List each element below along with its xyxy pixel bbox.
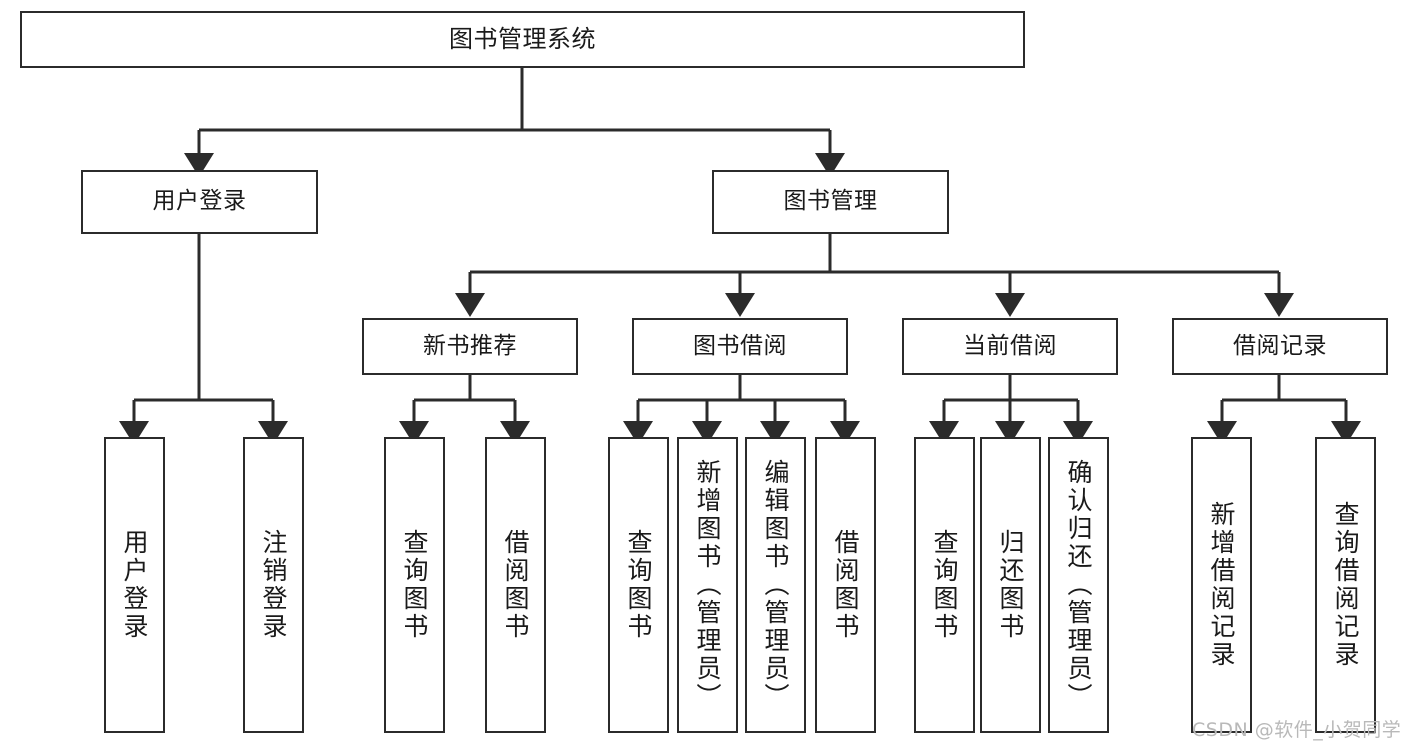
node-user-login[interactable]: 用户登录 (81, 170, 318, 234)
node-label: 确认归还（管理员） (1064, 459, 1093, 711)
node-label: 图书管理系统 (449, 25, 596, 54)
leaf-current-confirm-return-admin[interactable]: 确认归还（管理员） (1048, 437, 1109, 733)
node-label: 新增图书（管理员） (693, 459, 722, 711)
csdn-watermark: CSDN @软件_小贺同学 (1192, 719, 1402, 741)
leaf-borrow-borrow-book[interactable]: 借阅图书 (815, 437, 876, 733)
node-label: 注销登录 (259, 529, 288, 641)
leaf-new-book-query[interactable]: 查询图书 (384, 437, 445, 733)
node-new-book-recommend[interactable]: 新书推荐 (362, 318, 578, 375)
leaf-record-query[interactable]: 查询借阅记录 (1315, 437, 1376, 733)
node-label: 当前借阅 (963, 332, 1057, 359)
node-label: 用户登录 (152, 188, 247, 215)
node-borrow-record[interactable]: 借阅记录 (1172, 318, 1388, 375)
node-book-management[interactable]: 图书管理 (712, 170, 949, 234)
leaf-user-login-signin[interactable]: 用户登录 (104, 437, 165, 733)
node-root-book-management-system[interactable]: 图书管理系统 (20, 11, 1025, 68)
node-label: 查询借阅记录 (1331, 501, 1360, 669)
leaf-borrow-add-book-admin[interactable]: 新增图书（管理员） (677, 437, 738, 733)
node-label: 新书推荐 (423, 332, 517, 359)
node-label: 图书借阅 (693, 332, 787, 359)
leaf-record-add[interactable]: 新增借阅记录 (1191, 437, 1252, 733)
node-book-borrow[interactable]: 图书借阅 (632, 318, 848, 375)
node-label: 查询图书 (400, 529, 429, 641)
node-label: 用户登录 (120, 529, 149, 641)
leaf-current-query-book[interactable]: 查询图书 (914, 437, 975, 733)
node-label: 借阅图书 (831, 529, 860, 641)
node-current-borrow[interactable]: 当前借阅 (902, 318, 1118, 375)
leaf-current-return-book[interactable]: 归还图书 (980, 437, 1041, 733)
leaf-borrow-query-book[interactable]: 查询图书 (608, 437, 669, 733)
leaf-user-login-signout[interactable]: 注销登录 (243, 437, 304, 733)
node-label: 图书管理 (783, 188, 878, 215)
leaf-borrow-edit-book-admin[interactable]: 编辑图书（管理员） (745, 437, 806, 733)
node-label: 编辑图书（管理员） (761, 459, 790, 711)
node-label: 归还图书 (996, 529, 1025, 641)
node-label: 新增借阅记录 (1207, 501, 1236, 669)
node-label: 查询图书 (930, 529, 959, 641)
node-label: 借阅图书 (501, 529, 530, 641)
node-label: 借阅记录 (1233, 332, 1327, 359)
node-label: 查询图书 (624, 529, 653, 641)
leaf-new-book-borrow[interactable]: 借阅图书 (485, 437, 546, 733)
